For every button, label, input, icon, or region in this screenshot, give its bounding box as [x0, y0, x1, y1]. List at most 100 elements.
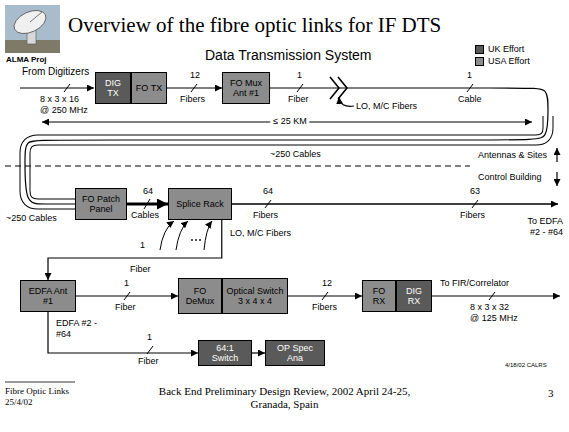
diagram-heading: Data Transmission System: [205, 47, 372, 64]
legend-item: UK Effort: [475, 44, 524, 55]
antenna-dish: [10, 6, 49, 38]
ellipsis-dot: [195, 239, 197, 241]
zone-label: Control Building: [478, 172, 542, 183]
process-box: 64:1 Switch: [198, 340, 252, 366]
legend-swatch: [475, 45, 484, 54]
bundle-slashes: [64, 84, 495, 354]
fibre-label: Fiber: [130, 264, 151, 275]
fibre-label: Fibers: [312, 302, 337, 313]
process-box: DIG TX: [95, 72, 131, 104]
process-box: FO TX: [131, 72, 167, 104]
output-arrow: [432, 296, 560, 297]
zone-label: Antennas & Sites: [478, 150, 547, 161]
logo-caption: ALMA Proj: [6, 55, 47, 65]
process-box: FO DeMux: [178, 278, 222, 314]
date-stamp: 4/18/02 CALRS: [505, 362, 547, 369]
box-label: DIG TX: [99, 78, 127, 98]
box-label: OP Spec Ana: [269, 343, 321, 363]
cable-label: ~250 Cables: [6, 213, 57, 224]
process-box: Optical Switch 3 x 4 x 4: [222, 278, 288, 314]
fibre-connector-line: [48, 312, 198, 353]
process-box: FO Mux Ant #1: [222, 72, 270, 104]
process-box: FO Patch Panel: [75, 188, 127, 220]
ellipsis-dot: [199, 239, 201, 241]
count-label: 1: [124, 278, 129, 289]
box-label: EDFA Ant #1: [24, 286, 72, 306]
signal-spec: 8 x 3 x 16: [40, 94, 79, 105]
count-label: 64: [143, 186, 153, 197]
process-box: Splice Rack: [168, 188, 232, 220]
process-box: EDFA Ant #1: [20, 280, 76, 312]
count-label: 12: [322, 278, 332, 289]
fibre-label: Fibers: [253, 210, 278, 221]
process-box: DIG RX: [396, 280, 432, 312]
antenna-photo: [5, 5, 60, 53]
cable-label: ~250 Cables: [270, 149, 321, 160]
footer-rule: [5, 382, 75, 383]
count-label: 1: [140, 240, 145, 251]
box-label: Optical Switch 3 x 4 x 4: [226, 286, 284, 306]
fibre-connector-line: [48, 220, 222, 280]
lo-feed-arrows: [160, 221, 212, 250]
legend-text: USA Effort: [488, 56, 530, 67]
cable-label: Cables: [131, 210, 159, 221]
fibre-connector-line: [76, 295, 178, 296]
lo-feed-arrow: [176, 221, 188, 250]
legend-item: USA Effort: [475, 56, 530, 67]
box-label: 64:1 Switch: [202, 343, 248, 363]
box-label: FO Patch Panel: [79, 194, 123, 214]
count-label: 12: [190, 70, 200, 81]
antenna-feed: [30, 12, 42, 22]
down-arrow: [556, 172, 557, 186]
fibre-label: Fibers: [460, 210, 485, 221]
fibre-line: [232, 203, 558, 205]
page-number: 3: [548, 387, 554, 400]
lo-feed-arrow: [339, 97, 354, 106]
distance-label: ≤ 25 KM: [270, 116, 309, 127]
lo-feed-arrow: [160, 221, 174, 250]
fibre-label: Fiber: [115, 302, 136, 313]
site-divider: [5, 166, 470, 167]
source-label: From Digitizers: [22, 66, 89, 78]
signal-spec: 8 x 3 x 32: [470, 302, 509, 313]
signal-spec: @ 250 MHz: [40, 105, 88, 116]
process-box: FO RX: [362, 280, 396, 312]
fibre-connector-line: [25, 88, 548, 204]
fibre-connector-line: [252, 352, 265, 353]
count-label: 63: [470, 186, 480, 197]
box-label: FO DeMux: [182, 286, 218, 306]
feed-label: LO, M/C Fibers: [230, 228, 291, 239]
fibre-connector-line: [288, 295, 362, 296]
source-label: EDFA #2 - #64: [56, 318, 101, 340]
lo-feed-arrow: [204, 221, 212, 250]
count-label: 1: [297, 70, 302, 81]
box-label: Splice Rack: [176, 199, 224, 209]
legend-swatch: [475, 57, 484, 66]
count-label: 1: [147, 332, 152, 343]
fibre-connector-line: [167, 87, 222, 88]
process-box: OP Spec Ana: [265, 340, 325, 366]
legend-text: UK Effort: [488, 44, 524, 55]
fibre-label: Fiber: [288, 94, 309, 105]
box-label: DIG RX: [400, 286, 428, 306]
up-arrow: [556, 148, 557, 162]
cable-label: Cable: [458, 94, 482, 105]
fibre-label: Fibers: [180, 94, 205, 105]
box-label: FO RX: [366, 286, 392, 306]
ellipsis-dot: [191, 239, 193, 241]
count-label: 1: [467, 70, 472, 81]
destination-label: To FIR/Correlator: [440, 278, 509, 289]
destination-label: To EDFA #2 - #64: [521, 216, 563, 238]
photo-sky: [5, 5, 60, 53]
bundle-slash: [64, 84, 70, 92]
box-label: FO Mux Ant #1: [226, 78, 266, 98]
count-label: 64: [263, 186, 273, 197]
footer-text: Fibre Optic Links 25/4/02: [5, 386, 85, 408]
box-label: FO TX: [136, 83, 162, 93]
signal-spec: @ 125 MHz: [470, 313, 518, 324]
footer-text: Back End Preliminary Design Review, 2002…: [142, 385, 427, 411]
slide-title: Overview of the fibre optic links for IF…: [68, 13, 441, 38]
input-arrow: [20, 88, 94, 89]
feed-label: LO, M/C Fibers: [356, 101, 417, 112]
